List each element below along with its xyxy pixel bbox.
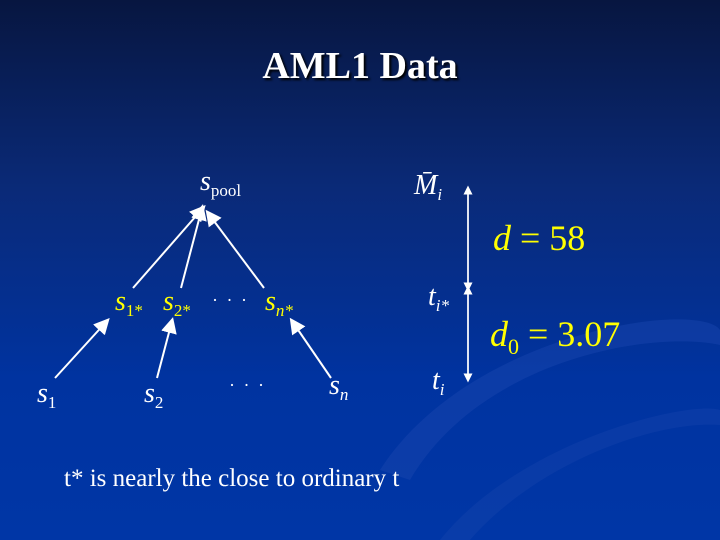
arrow-snstar-to-pool bbox=[205, 209, 265, 289]
node-sn: sn bbox=[329, 370, 349, 404]
d0-value: d0 = 3.07 bbox=[490, 314, 621, 359]
node-s2: s2 bbox=[144, 378, 164, 412]
label-m-bar-i: M̄i bbox=[414, 170, 443, 204]
note-text: t* is nearly the close to ordinary t bbox=[64, 465, 400, 492]
slide-title: AML1 Data bbox=[262, 45, 458, 87]
node-s-pool: spool bbox=[200, 166, 242, 200]
node-s1: s1 bbox=[37, 378, 57, 412]
arrow-s1-to-s1star bbox=[54, 318, 110, 379]
node-s2-star: s2* bbox=[163, 286, 191, 320]
arrow-s2star-to-pool bbox=[180, 204, 207, 289]
arrow-sn-to-snstar bbox=[289, 317, 332, 379]
ellipsis-middle: · · · bbox=[212, 290, 249, 310]
d-value: d = 58 bbox=[493, 218, 586, 258]
node-s1-star: s1* bbox=[115, 286, 143, 320]
node-sn-star: sn* bbox=[265, 286, 293, 320]
label-t-i-star: ti* bbox=[428, 281, 450, 315]
label-t-i: ti bbox=[432, 365, 445, 399]
arrow-s2-to-s2star bbox=[156, 317, 177, 379]
ellipsis-bottom: · · · bbox=[229, 375, 266, 395]
